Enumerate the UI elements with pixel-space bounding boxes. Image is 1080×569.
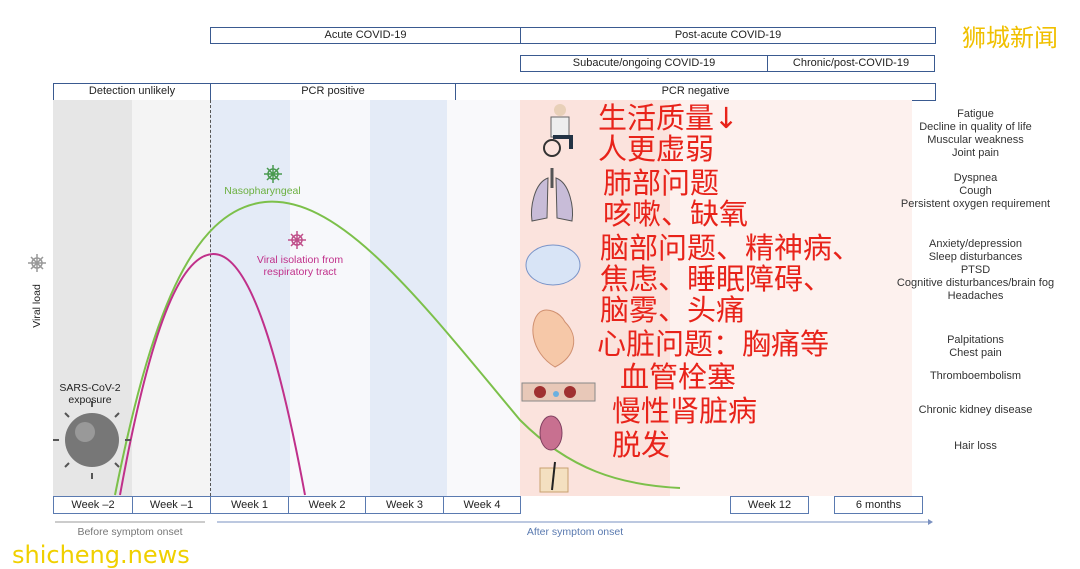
symptom-thromboembolism: Thromboembolism xyxy=(929,370,1022,382)
y-axis-label: Viral load xyxy=(31,284,43,328)
heart-icon xyxy=(532,309,575,368)
sars-cov-2-particle-icon xyxy=(53,401,131,479)
overlay-text: 心脏问题：胸痛等 xyxy=(597,327,830,361)
symptom: Anxiety/depression xyxy=(929,238,1022,250)
week-4: Week 4 xyxy=(443,496,521,514)
blood-vessel-icon xyxy=(521,382,596,402)
symptom: Chest pain xyxy=(949,347,1002,359)
six-months: 6 months xyxy=(834,496,923,514)
subacute-header: Subacute/ongoing COVID-19 xyxy=(520,55,768,72)
week-minus-1: Week –1 xyxy=(132,496,211,514)
overlay-text: 脑部问题、精神病、 xyxy=(600,231,862,265)
overlay-text: 慢性肾脏病 xyxy=(612,394,758,428)
overlay-text: 咳嗽、缺氧 xyxy=(603,197,749,231)
overlay-text: 脱发 xyxy=(612,428,671,462)
symptom: Headaches xyxy=(947,290,1004,302)
symptom: Joint pain xyxy=(951,147,1000,159)
exposure-label: SARS-CoV-2 exposure xyxy=(59,382,121,406)
band-week-2 xyxy=(290,100,370,496)
acute-covid-header: Acute COVID-19 xyxy=(210,27,521,44)
symptom: Cognitive disturbances/brain fog xyxy=(896,277,1055,289)
symptom: Cough xyxy=(959,185,992,197)
nasopharyngeal-curve xyxy=(114,200,681,496)
kidney-icon xyxy=(539,415,563,451)
symptom-onset-line xyxy=(210,100,211,496)
lungs-icon xyxy=(531,168,573,222)
chronic-header: Chronic/post-COVID-19 xyxy=(767,55,935,72)
overlay-text: 焦虑、睡眠障碍、脑雾、头痛 xyxy=(600,262,833,327)
virus-icon-green xyxy=(264,165,282,183)
after-onset-label: After symptom onset xyxy=(526,526,624,538)
watermark-bottom: shicheng.news xyxy=(12,541,190,569)
brain-icon xyxy=(525,244,581,286)
overlay-text: 人更虚弱 xyxy=(598,132,715,166)
overlay-text: 生活质量↓ xyxy=(598,101,739,135)
pcr-positive: PCR positive xyxy=(210,83,456,101)
symptom: Persistent oxygen requirement xyxy=(900,198,1051,210)
band-week-1 xyxy=(210,100,290,496)
week-3: Week 3 xyxy=(365,496,444,514)
post-acute-covid-header: Post-acute COVID-19 xyxy=(520,27,936,44)
viral-isolation-label: Viral isolation from respiratory tract xyxy=(256,254,344,278)
symptom: Decline in quality of life xyxy=(919,121,1032,133)
symptom-kidney: Chronic kidney disease xyxy=(918,404,1033,416)
before-onset-label: Before symptom onset xyxy=(77,526,183,538)
week-12: Week 12 xyxy=(730,496,809,514)
viral-isolation-curve xyxy=(119,252,306,496)
virus-icon-gray xyxy=(28,254,46,272)
band-week-3 xyxy=(370,100,447,496)
watermark-top: 狮城新闻 xyxy=(962,24,1058,52)
week-2: Week 2 xyxy=(288,496,366,514)
symptom: Fatigue xyxy=(957,108,994,120)
week-1: Week 1 xyxy=(210,496,289,514)
symptom: Muscular weakness xyxy=(927,134,1024,146)
symptom: Dyspnea xyxy=(953,172,998,184)
symptom: Sleep disturbances xyxy=(928,251,1023,263)
band-week-4 xyxy=(447,100,520,496)
week-minus-2: Week –2 xyxy=(53,496,133,514)
wheelchair-icon xyxy=(543,104,573,157)
overlay-text: 肺部问题 xyxy=(603,166,720,200)
symptom: Palpitations xyxy=(947,334,1004,346)
nasopharyngeal-label: Nasopharyngeal xyxy=(224,185,301,197)
symptom: PTSD xyxy=(960,264,991,276)
virus-icon-magenta xyxy=(288,231,306,249)
hair-follicle-icon xyxy=(539,461,569,493)
overlay-text: 血管栓塞 xyxy=(620,360,737,394)
symptom-hair-loss: Hair loss xyxy=(954,440,997,452)
